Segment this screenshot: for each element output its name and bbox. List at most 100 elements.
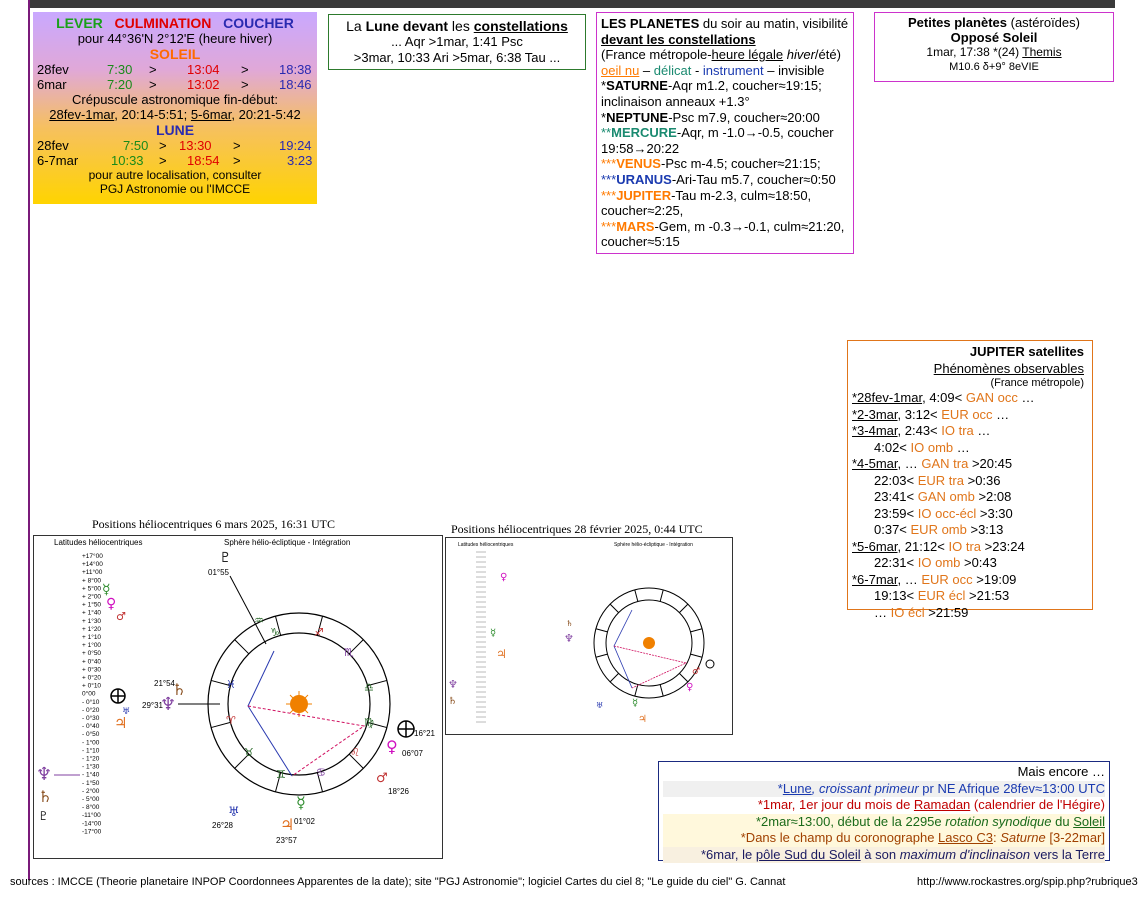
zodiac-divider: [274, 772, 282, 793]
phenomenon-time: 22:03<: [874, 472, 918, 488]
text: **: [601, 125, 612, 141]
location-text: pour 44°36'N 2°12'E (heure hiver): [77, 31, 273, 46]
legend-naked-eye: oeil nu: [601, 62, 640, 78]
text: /été): [814, 47, 841, 63]
phenomenon-type: IO occ-écl: [917, 505, 977, 521]
text: ***: [601, 218, 617, 234]
phenomenon-date: *5-6mar: [852, 538, 898, 554]
text: maximum d'inclinaison: [899, 846, 1031, 862]
phenomenon-end: >20:45: [968, 456, 1013, 471]
uranus-lat-icon: ♅: [122, 707, 130, 717]
orbit-line-red: [247, 705, 366, 777]
saturn-lat-icon: ♄: [38, 787, 52, 806]
text: (France métropole-: [601, 47, 712, 63]
left-margin-line: [28, 0, 30, 880]
sources-footer: sources : IMCCE (Theorie planetaire INPO…: [10, 876, 786, 888]
text: *2mar≈13:00, début de la 2295e: [755, 813, 946, 829]
text: -Psc m-4.5; coucher≈21:15;: [660, 156, 821, 172]
heliocentric-chart-28fev: Latitudes héliocentriques Sphère hélio-é…: [445, 537, 733, 735]
row-date: 6-7mar: [37, 153, 79, 168]
chart1-right-title: Sphère hélio-écliptique - Intégration: [224, 538, 350, 547]
latitude-label: + 0°50: [82, 649, 101, 657]
phenomenon-time: , 2:43<: [897, 423, 942, 438]
row-sep: >: [241, 77, 249, 92]
text: devant les constellations: [601, 31, 756, 47]
row-sep: >: [149, 77, 157, 92]
latitude-label: -11°00: [82, 811, 101, 819]
text: LES PLANETES: [601, 16, 700, 31]
zodiac-signs: ♒ ♑ ♐ ♏ ♎ ♍ ♌ ♋ ♊ ♉ ♈ ♓: [226, 614, 374, 781]
latitude-label: - 0°10: [82, 698, 100, 706]
phenomenon-time: , 4:09<: [922, 390, 966, 405]
asteroids-title: Petites planètes (astéroïdes): [875, 15, 1113, 30]
venus-small-icon: ♀: [686, 682, 693, 693]
phenomenon-date: *4-5mar: [852, 456, 898, 471]
chart1-title: Positions héliocentriques 6 mars 2025, 1…: [92, 517, 335, 531]
text: vers la Terre: [1030, 846, 1105, 862]
uranus-label: 26°28: [212, 821, 234, 830]
jupiter-phenomenon: 23:59< IO occ-écl >3:30: [852, 506, 1088, 523]
zodiac-divider: [316, 772, 324, 793]
phenomenon-type: IO omb: [910, 439, 954, 455]
legend-instrument: instrument: [702, 62, 764, 78]
phenomenon-time: 23:41<: [874, 489, 918, 504]
latitude-label: + 1°10: [82, 633, 101, 641]
zodiac-divider: [234, 639, 250, 655]
jupiter-subtitle: Phénomènes observables: [852, 361, 1088, 378]
twilight-date-b: 5-6mar: [190, 107, 232, 122]
phenomenon-end: >21:59: [924, 604, 969, 620]
text: *6mar, le: [700, 846, 756, 862]
zodiac-divider: [348, 639, 364, 655]
latitude-label: + 1°50: [82, 601, 101, 609]
phenomenon-date: *28fev-1mar: [852, 390, 923, 405]
event-ramadan: *1mar, 1er jour du mois de Ramadan (cale…: [663, 797, 1105, 814]
phenomenon-time: , 3:12<: [897, 406, 942, 422]
orbit-line-blue: [247, 650, 293, 777]
jupiter-satellites-box: JUPITER satellites Phénomènes observable…: [847, 340, 1093, 620]
venus-lat-small-icon: ♀: [500, 572, 507, 583]
row-date: 6mar: [37, 77, 67, 92]
row-sep: >: [159, 153, 167, 168]
planet-venus: ***VENUS-Psc m-4.5; coucher≈21:15;: [601, 156, 849, 172]
neptune-lat-small-icon: ♆: [448, 678, 458, 691]
text: [3-22mar]: [1045, 830, 1105, 845]
planet-mars: ***MARS-Gem, m -0.3→-0.1, culm≈21:20, co…: [601, 219, 849, 250]
pluto-pointer: [229, 575, 267, 645]
moon-line-3: >3mar, 10:33 Ari >5mar, 6:38 Tau ...: [353, 50, 561, 65]
asteroid-details: M10.6 δ+9° 8eVIE: [949, 61, 1039, 73]
phenomenon-time: 4:02<: [874, 439, 911, 455]
text: Themis: [1022, 45, 1062, 59]
inner-zodiac-ring-small: [605, 599, 693, 687]
twilight-val-b: , 20:21-5:42: [231, 107, 301, 122]
zodiac-divider: [234, 753, 250, 769]
row-set: 19:24: [279, 138, 312, 153]
jupiter-context: (France métropole): [990, 377, 1084, 389]
source-url-link[interactable]: http://www.rockastres.org/spip.php?rubri…: [917, 876, 1138, 888]
text: *: [777, 780, 783, 796]
lune-row: 28fev 7:50 > 13:30 > 19:24: [33, 138, 317, 153]
sign-pisces-icon: ♓: [226, 678, 236, 691]
text: ***: [601, 156, 617, 172]
latitude-label: - 0°30: [82, 714, 100, 722]
jupiter-phenomenon: 4:02< IO omb …: [852, 440, 1088, 457]
chart2-right-title: Sphère hélio-écliptique - Intégration: [614, 542, 693, 548]
planets-box: LES PLANETES du soir au matin, visibilit…: [596, 12, 854, 254]
top-bar: [30, 0, 1115, 8]
more-title: Mais encore …: [1017, 764, 1105, 779]
text: -Gem, m -0.3→-0.1, culm≈21:20, coucher≈5…: [601, 218, 845, 250]
planet-jupiter: ***JUPITER-Tau m-2.3, culm≈18:50, couche…: [601, 188, 849, 219]
mercury-lat-icon: ☿: [102, 582, 111, 598]
venus-label: 06°07: [402, 749, 424, 758]
latitude-label: - 1°00: [82, 738, 100, 746]
sign-aquarius-icon: ♒: [254, 614, 264, 627]
note-line-2: PGJ Astronomie ou l'IMCCE: [99, 182, 251, 196]
orbit-line-red-small: [613, 645, 688, 689]
more-events-box: Mais encore … *Lune, croissant primeur p…: [658, 761, 1110, 863]
text: MERCURE: [611, 125, 677, 141]
mercury-lat-small-icon: ☿: [490, 628, 496, 639]
phenomenon-time: , …: [897, 456, 922, 471]
sun-small-icon: [643, 637, 655, 649]
phenomenon-type: GAN tra: [921, 456, 969, 471]
mercury-icon: ☿: [296, 793, 306, 812]
latitude-label: -14°00: [82, 819, 102, 827]
